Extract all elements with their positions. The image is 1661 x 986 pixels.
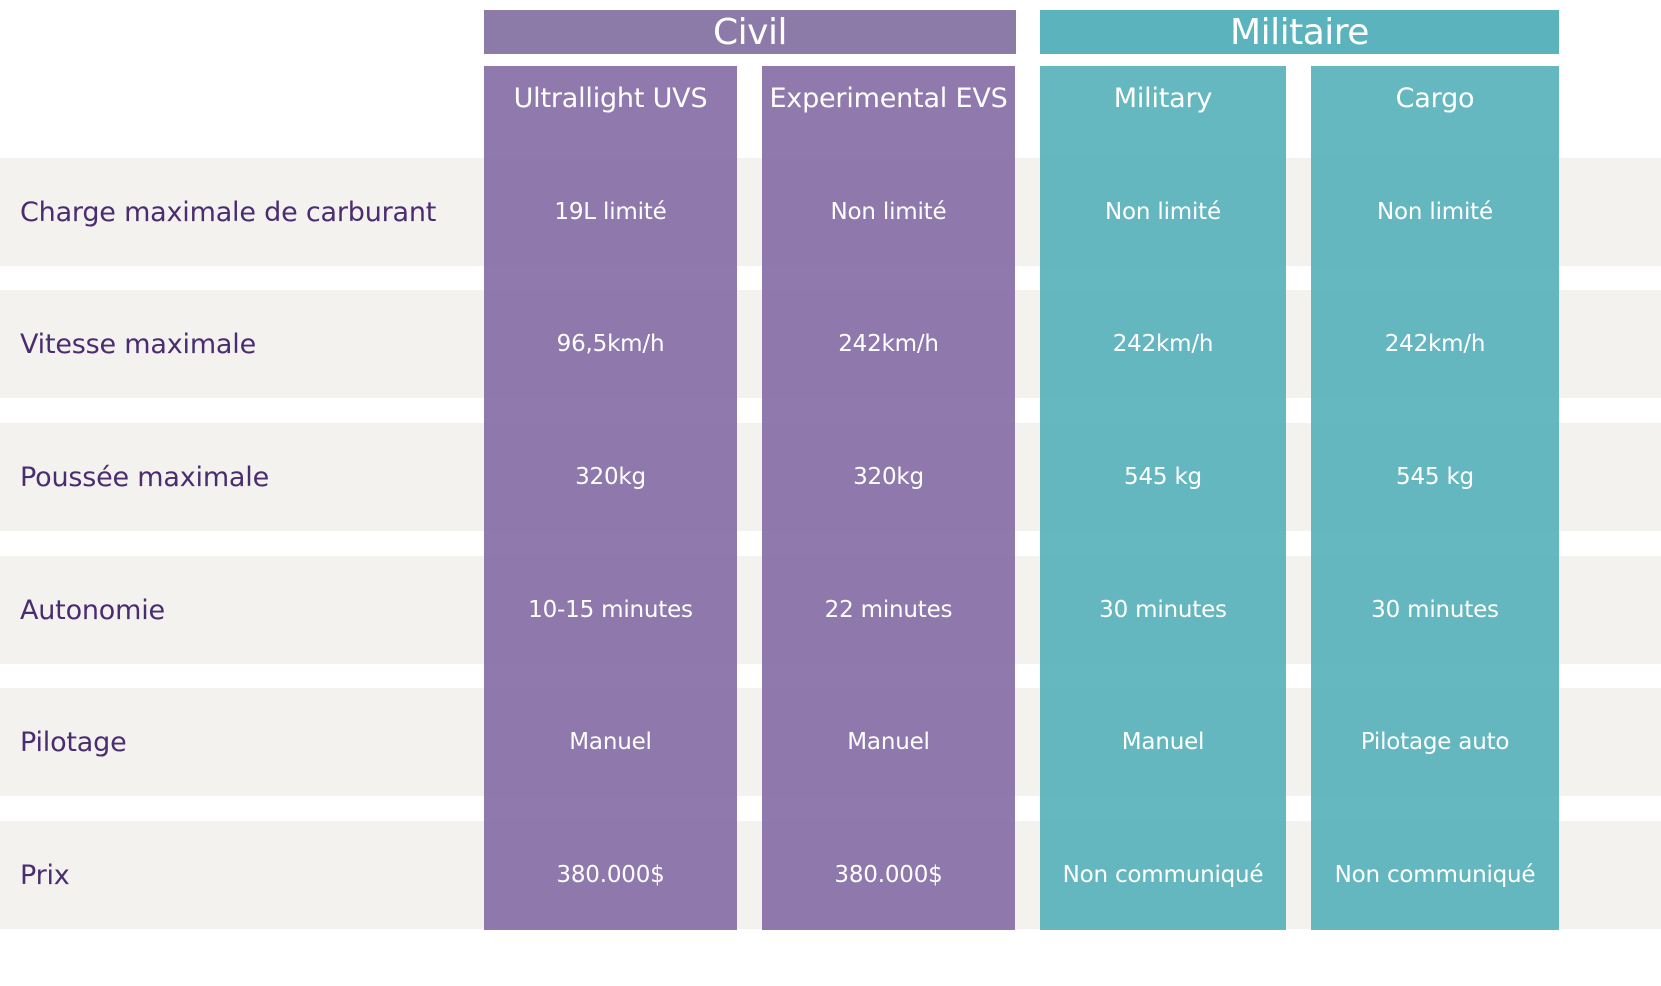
table-cell: 545 kg xyxy=(1396,464,1474,490)
group-header-civil: Civil xyxy=(484,10,1016,54)
table-cell: 320kg xyxy=(853,464,924,490)
table-cell: 320kg xyxy=(575,464,646,490)
column-header: Cargo xyxy=(1395,82,1475,114)
column-ultralight-uvs: Ultrallight UVS 19L limité 96,5km/h 320k… xyxy=(484,66,737,930)
row-label-autonomie: Autonomie xyxy=(20,594,165,626)
group-header-militaire: Militaire xyxy=(1040,10,1559,54)
column-experimental-evs: Experimental EVS Non limité 242km/h 320k… xyxy=(762,66,1015,930)
table-cell: 22 minutes xyxy=(824,597,953,623)
column-header: Military xyxy=(1113,82,1213,114)
column-header: Ultrallight UVS xyxy=(513,82,708,114)
row-label-vitesse: Vitesse maximale xyxy=(20,328,256,360)
table-cell: 19L limité xyxy=(554,199,667,225)
row-label-pilotage: Pilotage xyxy=(20,726,127,758)
table-cell: 242km/h xyxy=(838,331,939,357)
table-cell: 545 kg xyxy=(1124,464,1202,490)
table-cell: 380.000$ xyxy=(834,862,943,888)
table-cell: 242km/h xyxy=(1112,331,1214,357)
table-cell: Non limité xyxy=(830,199,947,225)
row-label-carburant: Charge maximale de carburant xyxy=(20,196,437,228)
row-label-prix: Prix xyxy=(20,859,70,891)
row-label-poussee: Poussée maximale xyxy=(20,461,269,493)
column-header: Experimental EVS xyxy=(769,82,1008,114)
table-cell: Non communiqué xyxy=(1062,862,1264,888)
table-cell: 242km/h xyxy=(1384,331,1486,357)
table-cell: 10-15 minutes xyxy=(528,597,693,623)
table-cell: 380.000$ xyxy=(556,862,665,888)
table-cell: Pilotage auto xyxy=(1360,729,1510,755)
table-cell: 96,5km/h xyxy=(556,331,665,357)
table-cell: Manuel xyxy=(569,729,652,755)
column-military: Military Non limité 242km/h 545 kg 30 mi… xyxy=(1040,66,1286,930)
table-cell: Non communiqué xyxy=(1334,862,1536,888)
table-cell: Manuel xyxy=(847,729,930,755)
column-cargo: Cargo Non limité 242km/h 545 kg 30 minut… xyxy=(1311,66,1559,930)
table-cell: 30 minutes xyxy=(1371,597,1499,623)
table-cell: Non limité xyxy=(1377,199,1493,225)
table-cell: Manuel xyxy=(1121,729,1205,755)
table-cell: 30 minutes xyxy=(1099,597,1227,623)
table-cell: Non limité xyxy=(1105,199,1221,225)
